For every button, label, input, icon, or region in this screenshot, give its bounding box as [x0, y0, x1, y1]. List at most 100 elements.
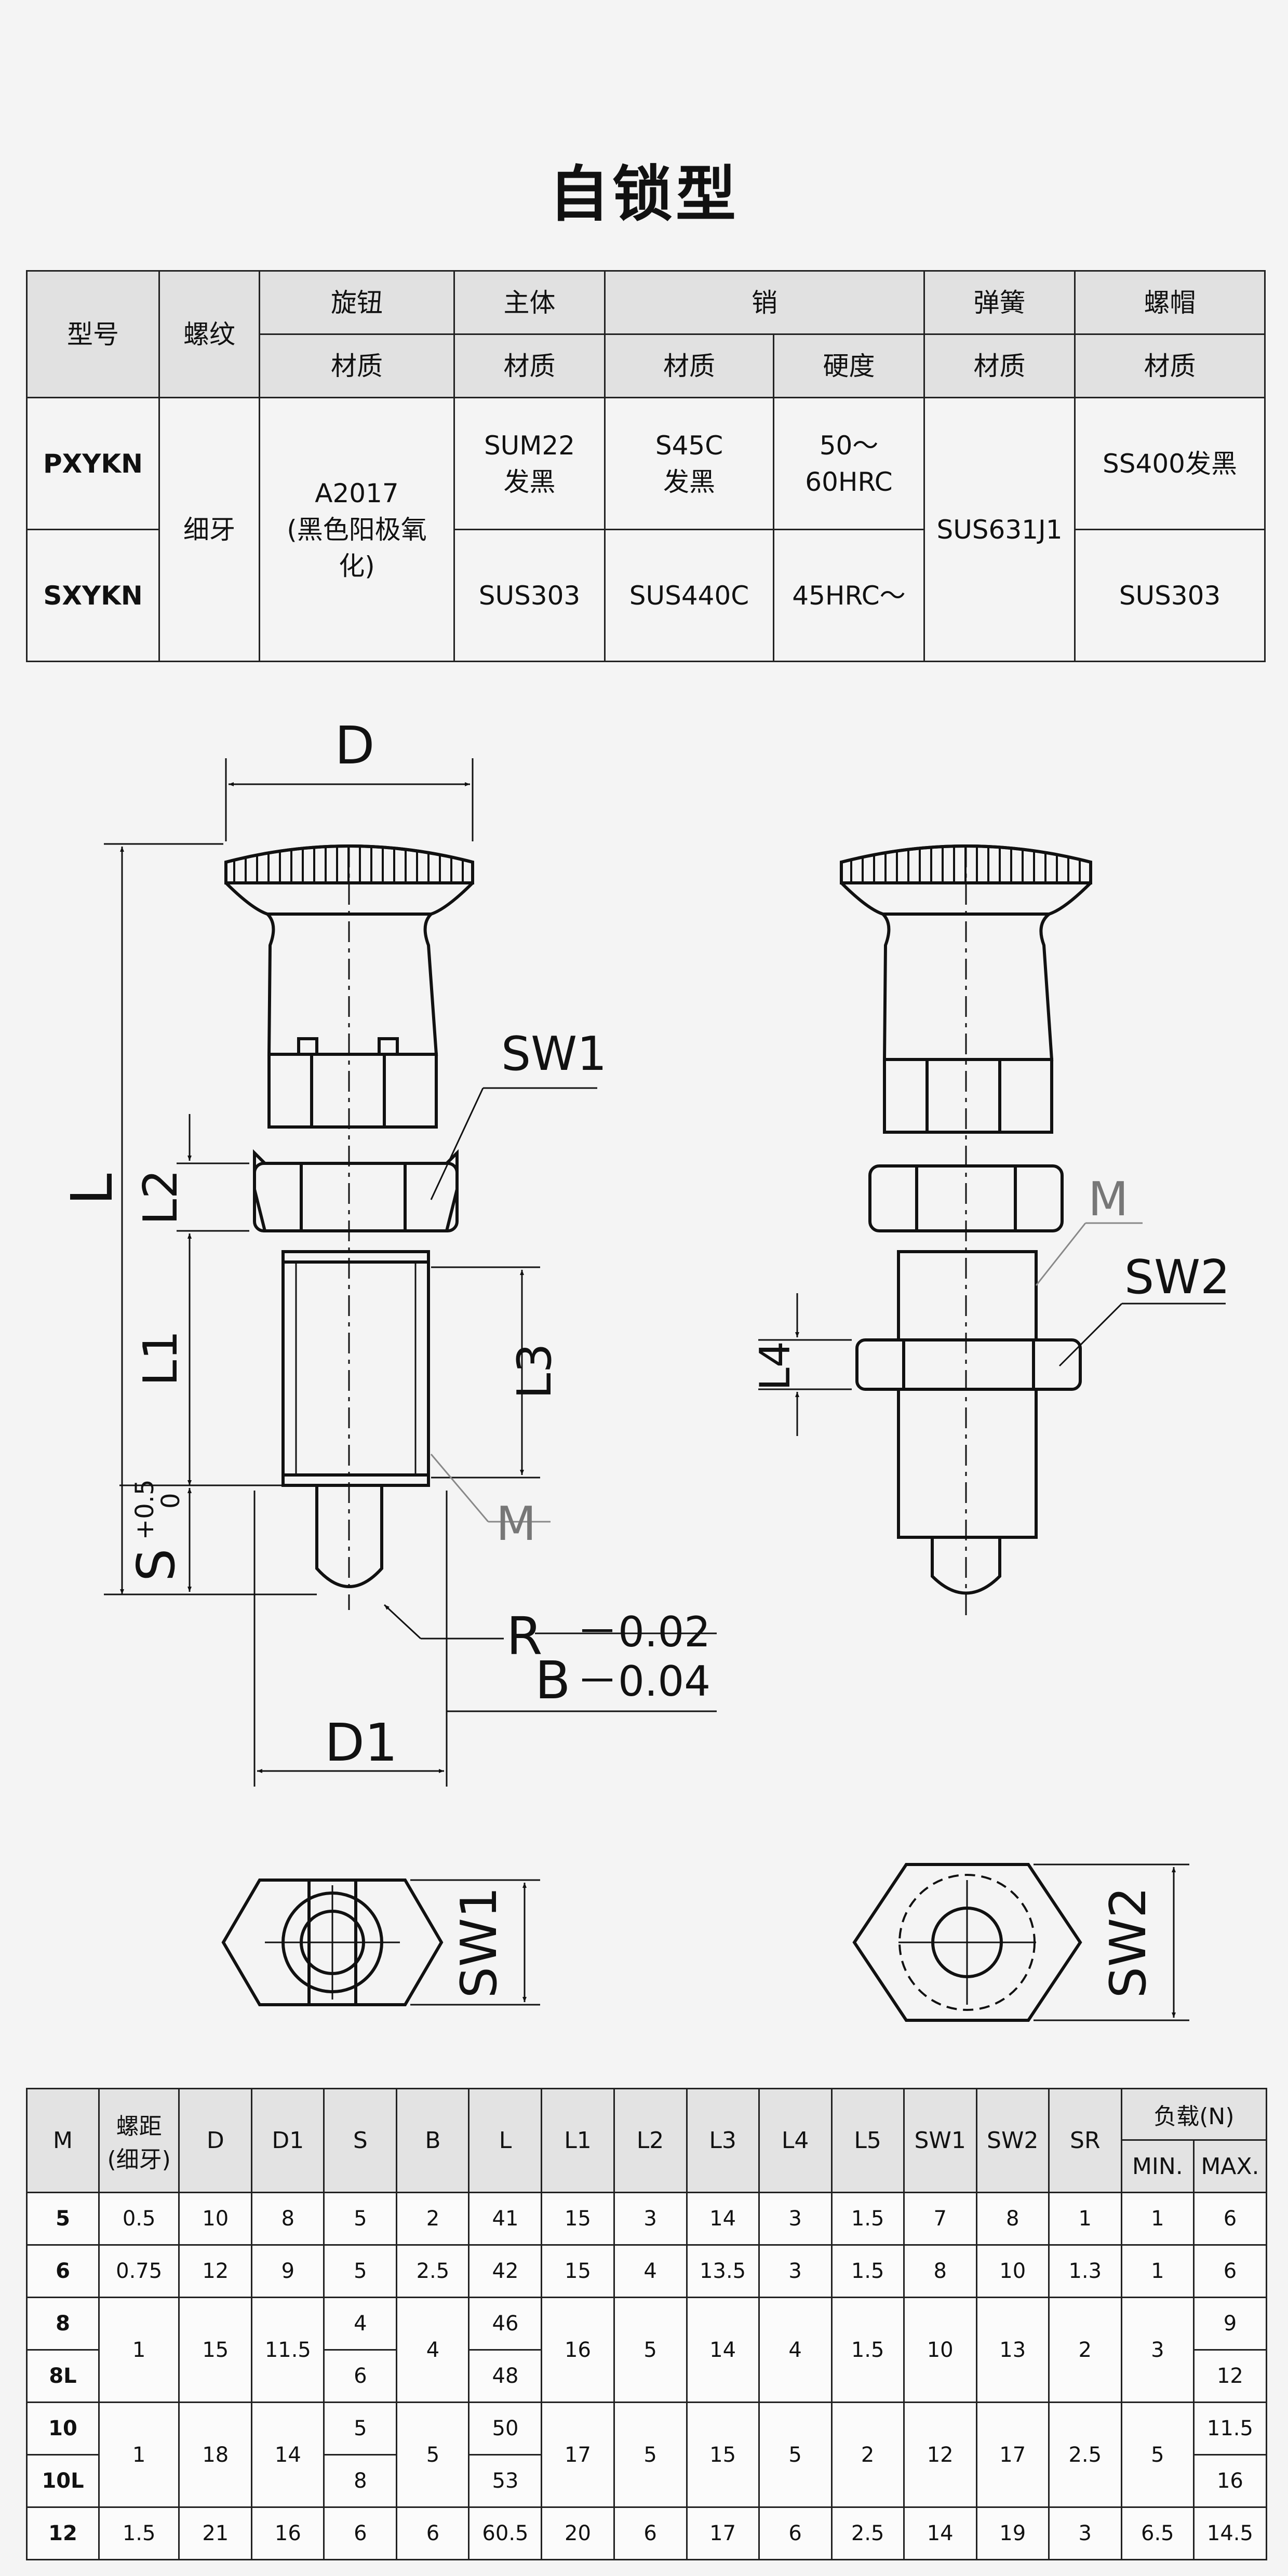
body-sxykn: SUS303 — [453, 529, 606, 662]
model-pxykn: PXYKN — [26, 397, 160, 530]
cell-L: 42 — [468, 2244, 543, 2298]
cell-S: 4 — [323, 2297, 398, 2351]
cell-L: 46 — [468, 2297, 543, 2351]
cell-M: 10L — [25, 2454, 100, 2508]
body-pxykn: SUM22 发黑 — [453, 397, 606, 530]
side-drawing-labels: L4 M SW2 — [751, 1172, 1230, 1391]
cell-pitch: 1 — [98, 2401, 180, 2508]
cell-max: 14.5 — [1192, 2506, 1268, 2560]
hex-dimension-2 — [1034, 1863, 1189, 2021]
cell-B: 4 — [396, 2297, 470, 2403]
cell-line: SUM22 — [484, 430, 575, 461]
cell-min: 6.5 — [1120, 2506, 1195, 2560]
cell-Sw1: 12 — [903, 2401, 977, 2508]
col-S: S — [323, 2088, 398, 2193]
header-spring-material: 材质 — [923, 333, 1076, 398]
col-B: B — [396, 2088, 470, 2193]
col-D1: D1 — [251, 2088, 325, 2193]
col-pitch-line: (细牙) — [107, 2146, 171, 2173]
cell-SR: 1.3 — [1048, 2244, 1122, 2298]
cell-B: 2 — [396, 2192, 470, 2246]
cell-max: 9 — [1192, 2297, 1268, 2351]
header-body-material: 材质 — [453, 333, 606, 398]
cell-Sw2: 10 — [975, 2244, 1050, 2298]
technical-drawing: D L L2 L1 L3 S +0.5 0 SW1 M R －0.02 B －0… — [59, 715, 1230, 2022]
label-S-tol-plus: +0.5 — [130, 1479, 159, 1540]
cell-D: 12 — [178, 2244, 253, 2298]
cell-L3: 14 — [686, 2297, 760, 2403]
knob-material-value: A2017 (黑色阳极氧 化) — [259, 397, 455, 662]
cell-M: 12 — [25, 2506, 100, 2560]
cell-B: 2.5 — [396, 2244, 470, 2298]
cell-max: 6 — [1192, 2244, 1268, 2298]
label-L: L — [59, 1173, 125, 1205]
thread-value: 细牙 — [158, 397, 260, 662]
col-pitch: 螺距 (细牙) — [98, 2088, 180, 2193]
spring-material-value: SUS631J1 — [923, 397, 1076, 662]
lock-nut — [855, 1338, 1082, 1391]
cell-L5: 1.5 — [830, 2297, 905, 2403]
cell-max: 12 — [1192, 2349, 1268, 2403]
cell-max: 11.5 — [1192, 2401, 1268, 2456]
hex-bottom-view-2 — [852, 1863, 1082, 2022]
cell-Sw1: 14 — [903, 2506, 977, 2560]
hardness-pxykn: 50～ 60HRC — [773, 397, 925, 530]
cell-L3: 15 — [686, 2401, 760, 2508]
col-SR: SR — [1048, 2088, 1122, 2193]
cell-L: 50 — [468, 2401, 543, 2456]
cell-S: 6 — [323, 2349, 398, 2403]
col-L4: L4 — [758, 2088, 833, 2193]
cell-pitch: 0.5 — [98, 2192, 180, 2246]
cell-M: 6 — [25, 2244, 100, 2298]
cell-L1: 15 — [541, 2192, 615, 2246]
dimension-lines — [104, 758, 717, 1787]
cell-B: 5 — [396, 2401, 470, 2508]
spec-table: M 螺距 (细牙) D D1 S B L L1 L2 L3 L4 L5 SW1 … — [25, 2088, 1268, 2560]
drawing-labels: D L L2 L1 L3 S +0.5 0 SW1 M R －0.02 B －0… — [59, 715, 710, 1773]
cell-Sw1: 10 — [903, 2297, 977, 2403]
cell-Sw1: 7 — [903, 2192, 977, 2246]
header-knob-material: 材质 — [259, 333, 455, 398]
col-M: M — [25, 2088, 100, 2193]
label-S-tol-zero: 0 — [156, 1493, 185, 1509]
cell-D1: 9 — [251, 2244, 325, 2298]
cell-S: 8 — [323, 2454, 398, 2508]
threaded-body-2 — [897, 1250, 1038, 1539]
cell-L: 53 — [468, 2454, 543, 2508]
col-Sw2: SW2 — [975, 2088, 1050, 2193]
header-knob: 旋钮 — [259, 270, 455, 335]
cell-pitch: 1.5 — [98, 2506, 180, 2560]
cell-L2: 6 — [613, 2506, 688, 2560]
cell-L1: 17 — [541, 2401, 615, 2508]
header-thread: 螺纹 — [158, 270, 260, 398]
label-L4: L4 — [751, 1341, 799, 1390]
cell-L4: 4 — [758, 2297, 833, 2403]
cell-S: 5 — [323, 2401, 398, 2456]
cell-Sw2: 19 — [975, 2506, 1050, 2560]
model-sxykn: SXYKN — [26, 529, 160, 662]
cell-M: 8L — [25, 2349, 100, 2403]
label-S: S — [126, 1549, 186, 1581]
cell-min: 1 — [1120, 2192, 1195, 2246]
cell-L1: 15 — [541, 2244, 615, 2298]
col-load-max: MAX. — [1192, 2139, 1268, 2193]
cell-SR: 3 — [1048, 2506, 1122, 2560]
knob-line: (黑色阳极氧 — [287, 514, 427, 545]
nut-pxykn: SS400发黑 — [1074, 397, 1266, 530]
cell-S: 5 — [323, 2192, 398, 2246]
hex-bottom-view-1 — [221, 1879, 444, 2006]
label-Sw1-hex: SW1 — [451, 1887, 508, 1998]
label-D: D — [334, 715, 374, 776]
cell-M: 10 — [25, 2401, 100, 2456]
cell-D1: 11.5 — [251, 2297, 325, 2403]
cell-D: 18 — [178, 2401, 253, 2508]
header-pin-material: 材质 — [604, 333, 774, 398]
cell-L1: 20 — [541, 2506, 615, 2560]
cell-L2: 3 — [613, 2192, 688, 2246]
label-L2: L2 — [133, 1169, 188, 1225]
cell-Sw1: 8 — [903, 2244, 977, 2298]
